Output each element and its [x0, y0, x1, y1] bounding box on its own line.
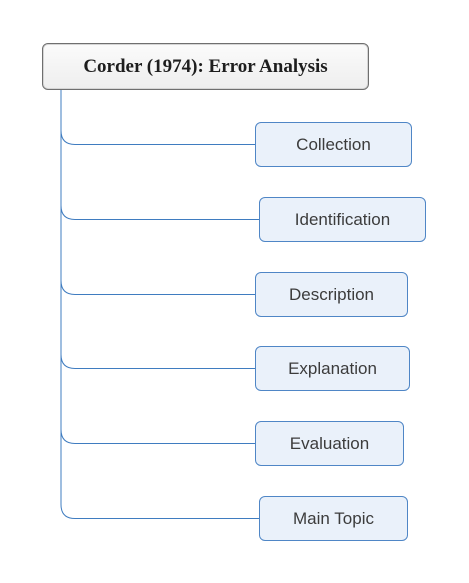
connector-line-3 — [60, 90, 255, 295]
connector-line-1 — [60, 90, 255, 145]
subtopic-node-identification[interactable]: Identification — [259, 197, 426, 242]
connector-line-5 — [60, 90, 255, 444]
connector-line-6 — [60, 90, 259, 519]
connector-line-4 — [60, 90, 255, 369]
subtopic-node-collection[interactable]: Collection — [255, 122, 412, 167]
subtopic-node-evaluation[interactable]: Evaluation — [255, 421, 404, 466]
subtopic-node-description[interactable]: Description — [255, 272, 408, 317]
subtopic-node-main-topic[interactable]: Main Topic — [259, 496, 408, 541]
root-topic-node[interactable]: Corder (1974): Error Analysis — [42, 43, 369, 90]
connector-line-2 — [60, 90, 259, 220]
subtopic-node-explanation[interactable]: Explanation — [255, 346, 410, 391]
